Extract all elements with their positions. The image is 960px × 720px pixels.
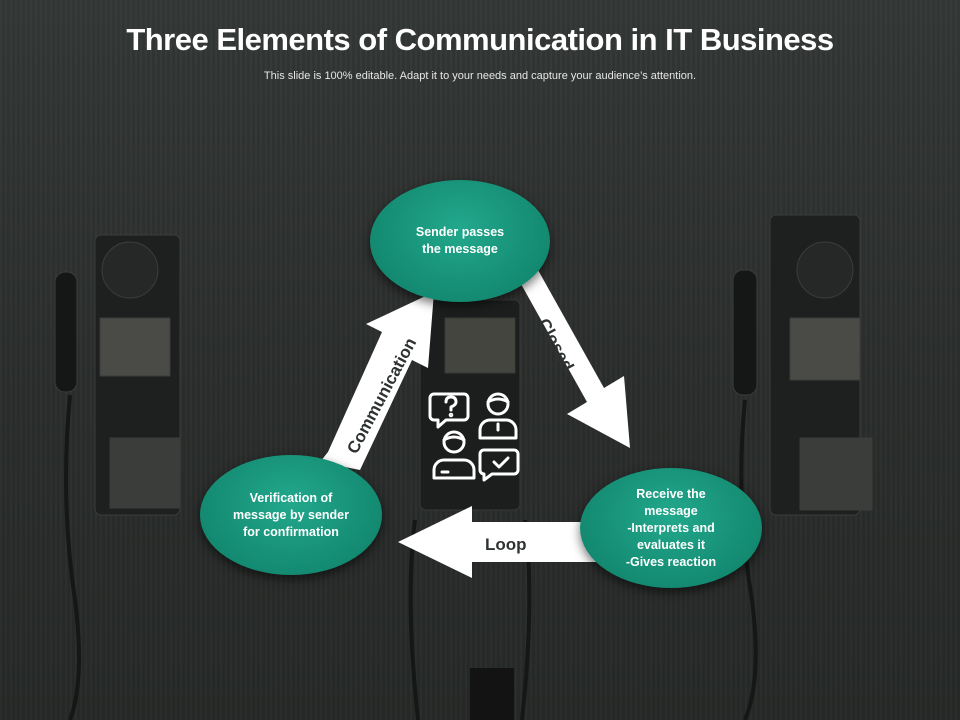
verification-node-text: Verification of message by sender for co… — [232, 490, 350, 539]
communication-arrow — [320, 292, 434, 470]
loop-arrow — [398, 506, 598, 578]
sender-node-text: Sender passes the message — [415, 225, 505, 256]
closed-arrow — [505, 270, 630, 448]
sender-node: Sender passes the message — [370, 180, 550, 302]
slide-subtitle: This slide is 100% editable. Adapt it to… — [263, 70, 697, 82]
slide-title: Three Elements of Communication in IT Bu… — [126, 22, 834, 57]
receiver-node-text: Receive the message -Interprets and eval… — [625, 486, 717, 569]
conversation-people-icon — [428, 392, 520, 482]
verification-node: Verification of message by sender for co… — [200, 455, 382, 575]
receiver-node: Receive the message -Interprets and eval… — [580, 468, 762, 588]
loop-arrow-label: Loop — [485, 535, 527, 554]
